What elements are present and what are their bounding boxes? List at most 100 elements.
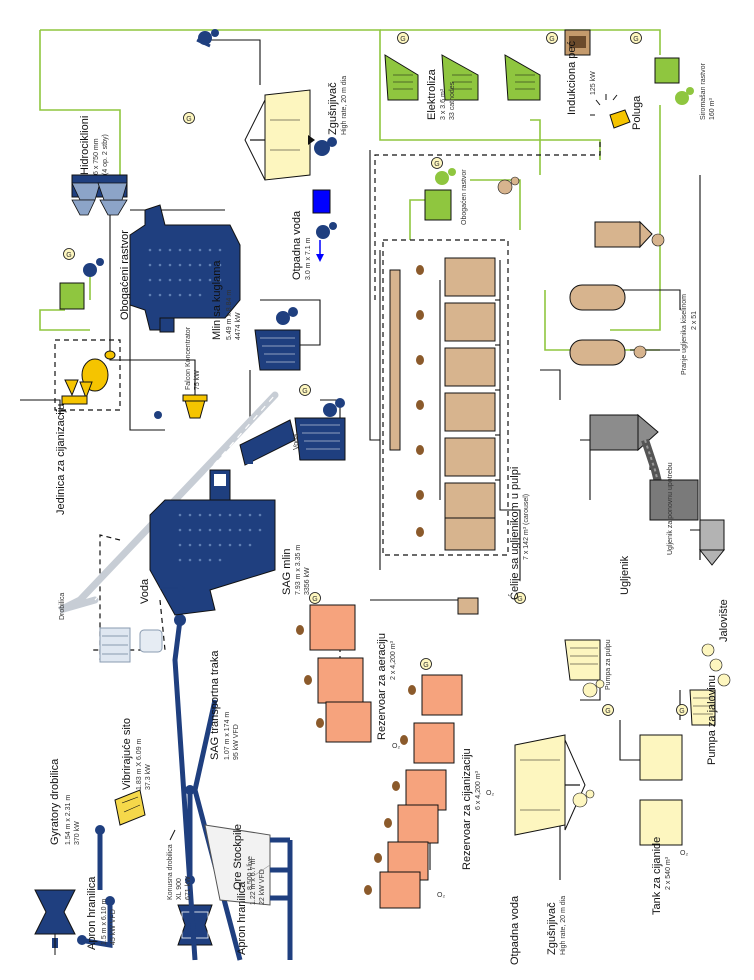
cyanide-tanks [639,734,683,846]
spec-apron-1b: 45 kW VFD [110,909,117,945]
screen-feed-conveyor [95,825,105,890]
label-thickener-2: Zgušnjivač [546,902,558,955]
label-vib-screen: Vibrirajuće sito [121,718,133,790]
sag-discharge-screen [239,419,296,466]
sag-conveyor [172,614,198,961]
label-thickener-1: Zgušnjivač [327,82,339,135]
label-electrolysis: Elektroliza [426,68,438,120]
spec-ww-1: 3.0 m x 7.1 m [305,237,312,280]
valve-marker: G [299,384,311,396]
ball-mill [129,204,241,333]
valve-marker: G [546,32,558,44]
induction-furnace [564,29,591,56]
label-apron-2: Apron hranilica [236,881,248,955]
spec-poor: 160 m³ [709,98,716,120]
label-carbon: Ugljenik [619,555,631,595]
aeration-tanks [296,604,372,743]
label-aeration: Rezervoar za aeraciju [376,633,388,740]
water-arrow-1 [160,584,185,592]
spec-falcon: 75 kW [194,370,201,390]
spec-vib-1: 1.83 m X 6.09 m [136,738,143,790]
spec-stockpile: 8,500 t live [247,856,254,890]
label-acid-wash: Pranje ugljenika kiselinom [681,294,688,375]
process-lines [20,39,701,880]
gyratory-crusher [34,889,76,955]
apron-feeder-2 [270,837,293,960]
spec-hydro-1: 6 x 750 mm [93,138,100,175]
spec-sag-conv-2: 95 kW VFD [233,724,240,760]
valve-marker: G [514,592,526,604]
svg-text:G: G [605,708,610,715]
svg-text:G: G [302,388,307,395]
o2-marker: O₂ [437,892,445,899]
spec-thick-1: High rate, 20 m dia [341,76,348,135]
valve-marker: G [309,592,321,604]
spec-induction: 125 kW [590,71,597,95]
label-pulp-pump: Pumpa za pulpu [605,639,612,690]
svg-text:G: G [434,161,439,168]
spec-vib-2: 37.3 kW [145,764,152,790]
label-stockpile: Ore Stockpile [232,824,244,890]
label-induction: Indukciona peć [566,41,578,115]
label-water-2: Voda [293,434,300,450]
svg-text:G: G [66,252,71,259]
elution-column [594,220,665,249]
pulp-pump-screen [564,639,605,698]
spec-cone-2: 671 kW [185,876,192,900]
spec-cyanide: 2 x 540 m³ [665,856,672,890]
sag-mill [149,469,276,616]
mill-discharge-sump [294,398,346,461]
spec-elec-1: 3 x 3.6 m³ [440,88,447,120]
label-carbon-reuse: Ugljenik za ponovnu upotrebu [667,462,674,555]
ore-stockpile [204,824,271,906]
spec-thick-2: High rate, 20 m dia [560,896,567,955]
svg-text:G: G [400,36,405,43]
spec-sag-conv-1: 1.07 m x 174 m [224,712,231,760]
valve-marker: G [63,248,75,260]
cyanidation-tanks [364,674,463,909]
vibrating-screen [114,789,146,826]
o2-marker: O₂ [486,790,494,797]
thickener-1 [244,89,337,181]
carbon-kiln [589,413,699,521]
spec-apron-2a: 1.22 m x 6.7 m [250,859,257,905]
spec-apron-1a: 1.5 m x 6.10 m [101,899,108,945]
gold-bar [590,94,631,129]
barren-solution-tank [654,57,694,105]
label-sag-mill: SAG mlin [281,549,293,595]
label-enriched-1: Obogaćeni rastvor [119,230,131,320]
falcon-concentrator [154,394,208,419]
label-tailings: Jalovište [718,599,730,642]
spec-apron-2b: 22 kW VFD [259,869,266,905]
apron-feeder-1 [77,896,115,948]
spec-ball-1: 5.49 m x 8.84 m [226,290,233,340]
thickener-2 [514,734,595,836]
spec-sag-1: 7.93 m x 3.35 m [295,545,302,595]
hydrocyclones [71,174,128,216]
valve-marker: G [676,704,688,716]
carbon-reuse-hopper [698,519,726,566]
spec-cip: 7 x 142 m³ (carousel) [523,494,530,560]
label-cyanidation: Rezervoar za cijanizaciju [461,748,473,870]
valve-marker: G [630,32,642,44]
label-ball-mill: Mlin sa kuglama [211,260,223,340]
label-bar: Poluga [631,95,643,130]
label-tailings-pump: Pumpa za jalovinu [706,675,718,765]
pebble-conveyor [58,391,279,614]
label-crusher: Drobilica [59,593,66,620]
spec-ball-2: 4474 kW [235,312,242,340]
spec-acid: 2 x 51 [691,311,698,330]
label-sag-conveyor: SAG transportna traka [209,650,221,760]
pebble-crusher [99,627,163,663]
acid-wash-vessels [569,284,647,366]
spec-sag-2: 3356 kW [304,567,311,595]
label-water-1: Voda [139,578,151,604]
cyclone-feed-pump-top [196,29,219,48]
svg-text:G: G [549,36,554,43]
o2-marker: O₂ [392,743,400,750]
label-poor-solution: Siromašan rastvor [700,63,707,120]
electrolysis-cells [384,54,541,101]
valve-marker: G [183,112,195,124]
pregnant-solution-tank-1 [59,258,104,310]
